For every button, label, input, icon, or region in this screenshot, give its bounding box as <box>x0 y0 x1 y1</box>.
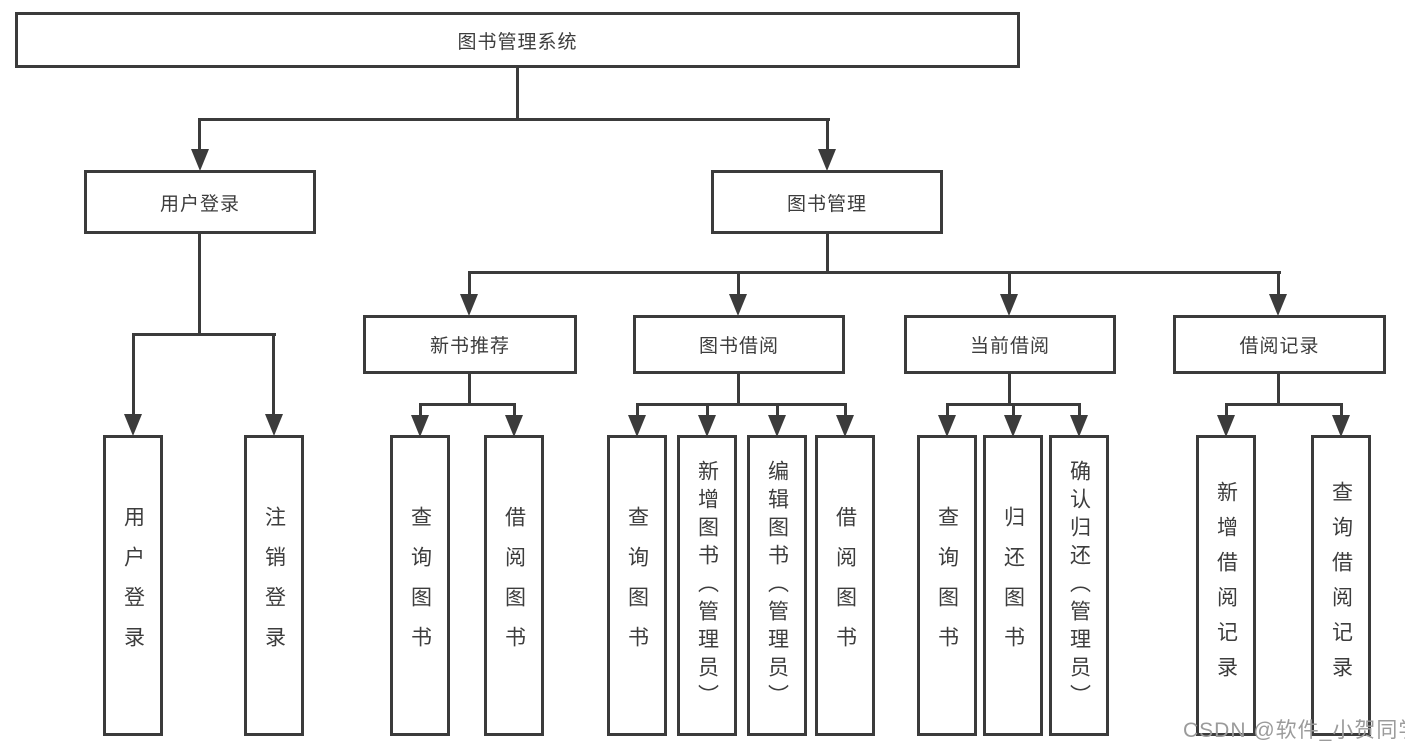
node-query-books-current: 查询图书 <box>917 435 977 736</box>
connector-line <box>419 403 516 406</box>
arrowhead-icon <box>836 415 854 437</box>
connector-line <box>737 371 740 406</box>
arrowhead-icon <box>1000 294 1018 316</box>
connector-line <box>132 333 135 415</box>
connector-line <box>1008 271 1011 297</box>
connector-line <box>198 118 830 121</box>
connector-line <box>1225 403 1228 417</box>
connector-line <box>737 271 740 297</box>
connector-line <box>132 333 276 336</box>
node-confirm-return-admin: 确认归还（管理员） <box>1049 435 1109 736</box>
arrowhead-icon <box>1269 294 1287 316</box>
connector-line <box>946 403 949 417</box>
connector-line <box>198 232 201 335</box>
node-label: 图书借阅 <box>698 336 779 357</box>
node-label: 新书推荐 <box>429 336 510 357</box>
node-return-books: 归还图书 <box>983 435 1043 736</box>
node-book-management: 图书管理 <box>711 170 943 234</box>
arrowhead-icon <box>729 294 747 316</box>
connector-line <box>636 403 847 406</box>
node-label: 新增图书（管理员） <box>695 459 719 712</box>
connector-line <box>1277 371 1280 406</box>
node-label: 编辑图书（管理员） <box>765 459 789 712</box>
connector-line <box>1277 271 1280 297</box>
node-label: 借阅记录 <box>1239 336 1320 357</box>
arrowhead-icon <box>265 414 283 436</box>
arrowhead-icon <box>818 149 836 171</box>
node-label: 查询借阅记录 <box>1329 480 1353 691</box>
connector-line <box>776 403 779 417</box>
node-label: 图书管理 <box>786 193 867 215</box>
node-new-book-recommend: 新书推荐 <box>363 315 577 374</box>
connector-line <box>513 403 516 417</box>
connector-line <box>419 403 422 417</box>
node-label: 用户登录 <box>121 505 145 666</box>
arrowhead-icon <box>1070 415 1088 437</box>
connector-line <box>844 403 847 417</box>
arrowhead-icon <box>698 415 716 437</box>
connector-line <box>1078 403 1081 417</box>
connector-line <box>1340 403 1343 417</box>
node-query-borrow-record: 查询借阅记录 <box>1311 435 1371 736</box>
connector-line <box>468 371 471 406</box>
connector-line <box>706 403 709 417</box>
arrowhead-icon <box>191 149 209 171</box>
connector-line <box>516 66 519 121</box>
watermark: CSDN @软件_小贺同学 <box>1183 719 1405 742</box>
node-edit-books-admin: 编辑图书（管理员） <box>747 435 807 736</box>
node-label: 确认归还（管理员） <box>1067 459 1091 712</box>
arrowhead-icon <box>411 415 429 437</box>
connector-line <box>1008 371 1011 406</box>
connector-line <box>1225 403 1343 406</box>
node-current-borrowing: 当前借阅 <box>904 315 1116 374</box>
node-borrow-books-action: 借阅图书 <box>815 435 875 736</box>
node-add-borrow-record: 新增借阅记录 <box>1196 435 1256 736</box>
arrowhead-icon <box>768 415 786 437</box>
node-label: 注销登录 <box>262 505 286 666</box>
node-root: 图书管理系统 <box>15 12 1020 68</box>
arrowhead-icon <box>938 415 956 437</box>
arrowhead-icon <box>460 294 478 316</box>
node-user-login: 用户登录 <box>84 170 316 234</box>
connector-line <box>826 118 829 151</box>
arrowhead-icon <box>124 414 142 436</box>
node-user-login-action: 用户登录 <box>103 435 163 736</box>
connector-line <box>272 333 275 415</box>
node-label: 借阅图书 <box>833 505 857 666</box>
node-borrow-books-recommend: 借阅图书 <box>484 435 544 736</box>
arrowhead-icon <box>505 415 523 437</box>
connector-line <box>636 403 639 417</box>
connector-line <box>198 118 201 151</box>
node-add-books-admin: 新增图书（管理员） <box>677 435 737 736</box>
node-label: 当前借阅 <box>969 336 1050 357</box>
node-label: 图书管理系统 <box>457 31 578 53</box>
arrowhead-icon <box>628 415 646 437</box>
arrowhead-icon <box>1332 415 1350 437</box>
node-label: 查询图书 <box>625 505 649 666</box>
node-label: 查询图书 <box>935 505 959 666</box>
node-borrowing-records: 借阅记录 <box>1173 315 1386 374</box>
connector-line <box>826 232 829 273</box>
node-label: 查询图书 <box>408 505 432 666</box>
node-logout: 注销登录 <box>244 435 304 736</box>
node-label: 归还图书 <box>1001 505 1025 666</box>
arrowhead-icon <box>1217 415 1235 437</box>
connector-line <box>469 271 1281 274</box>
connector-line <box>468 271 471 297</box>
node-label: 借阅图书 <box>502 505 526 666</box>
node-label: 用户登录 <box>159 193 240 215</box>
arrowhead-icon <box>1004 415 1022 437</box>
node-label: 新增借阅记录 <box>1214 480 1238 691</box>
connector-line <box>1012 403 1015 417</box>
node-query-books-recommend: 查询图书 <box>390 435 450 736</box>
node-book-borrowing: 图书借阅 <box>633 315 845 374</box>
node-query-books-borrowing: 查询图书 <box>607 435 667 736</box>
